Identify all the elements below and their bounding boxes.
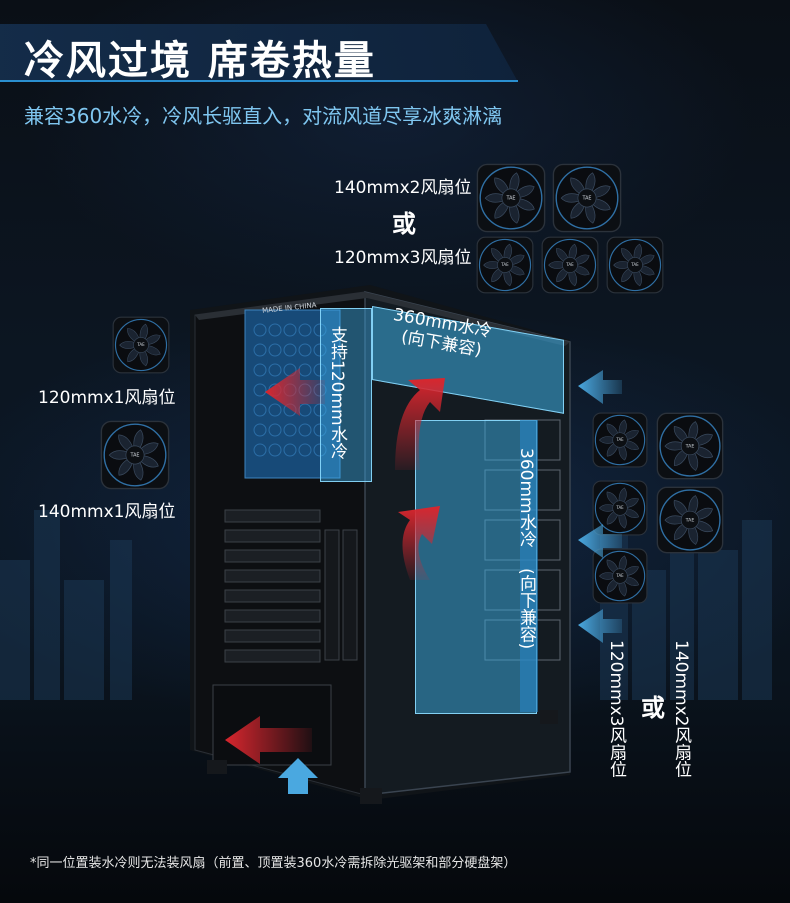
- svg-text:TAE: TAE: [630, 262, 639, 267]
- fan-icon: TAE: [656, 486, 724, 554]
- fan-icon: TAE: [592, 480, 648, 536]
- side-radiator-label: 支持120mm水冷: [327, 326, 347, 460]
- svg-text:TAE: TAE: [685, 443, 695, 449]
- page-title: 冷风过境 席卷热量: [24, 38, 376, 84]
- top-fan-or: 或: [392, 210, 416, 238]
- fan-icon: TAE: [592, 412, 648, 468]
- footnote: *同一位置装水冷则无法装风扇（前置、顶置装360水冷需拆除光驱架和部分硬盘架）: [30, 856, 517, 871]
- front-radiator-sub: (向下兼容): [516, 568, 536, 650]
- front-radiator-label: 360mm水冷: [516, 448, 536, 548]
- rear-fan-option-b: 140mmx1风扇位: [38, 502, 176, 522]
- fan-icon: TAE: [606, 236, 664, 294]
- top-fan-option-a: 140mmx2风扇位: [334, 178, 472, 198]
- fan-icon: TAE: [476, 236, 534, 294]
- svg-text:TAE: TAE: [500, 262, 509, 267]
- svg-text:TAE: TAE: [505, 195, 515, 201]
- fan-icon: TAE: [552, 163, 622, 233]
- fan-icon: TAE: [592, 548, 648, 604]
- rear-fan-option-a: 120mmx1风扇位: [38, 388, 176, 408]
- svg-text:TAE: TAE: [136, 342, 145, 347]
- svg-text:TAE: TAE: [615, 573, 624, 578]
- svg-text:TAE: TAE: [129, 452, 139, 458]
- svg-text:TAE: TAE: [685, 517, 695, 523]
- svg-text:TAE: TAE: [581, 195, 591, 201]
- fan-icon: TAE: [476, 163, 546, 233]
- fan-icon: TAE: [100, 420, 170, 490]
- fan-icon: TAE: [656, 412, 724, 480]
- city-skyline: [0, 500, 772, 700]
- front-fan-option-b: 140mmx2风扇位: [671, 640, 691, 778]
- top-fan-option-b: 120mmx3风扇位: [334, 248, 472, 268]
- front-radiator-cap: [520, 420, 538, 712]
- fan-icon: TAE: [541, 236, 599, 294]
- svg-text:TAE: TAE: [615, 505, 624, 510]
- fan-icon: TAE: [112, 316, 170, 374]
- front-fan-option-a: 120mmx3风扇位: [606, 640, 626, 778]
- svg-text:TAE: TAE: [565, 262, 574, 267]
- title-banner: [0, 24, 518, 82]
- banner-underline: [0, 80, 518, 82]
- front-fan-or: 或: [641, 694, 665, 722]
- svg-text:TAE: TAE: [615, 437, 624, 442]
- page-subtitle: 兼容360水冷，冷风长驱直入，对流风道尽享冰爽淋漓: [24, 104, 503, 128]
